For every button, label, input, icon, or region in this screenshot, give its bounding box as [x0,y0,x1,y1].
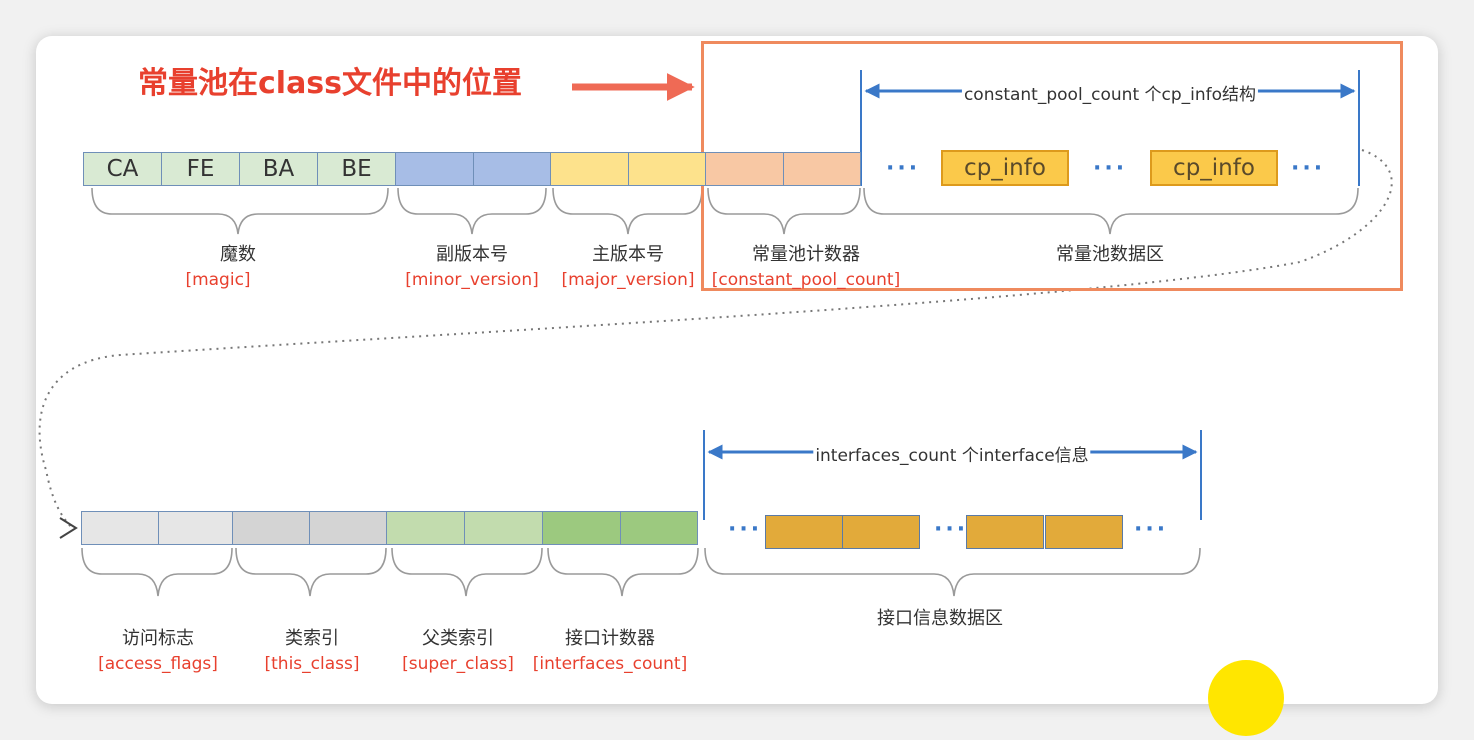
cursor-highlight-dot [1208,660,1284,736]
cp-dots-left: ··· [886,156,921,181]
label-if-count-en: [interfaces_count] [532,654,688,674]
diagram-heading: 常量池在class文件中的位置 [138,66,523,101]
interface-1-byte-1 [765,515,843,549]
if-count-byte-1 [542,511,621,545]
magic-byte-ba: BA [239,152,318,186]
bracket-if-count [547,547,699,597]
cp-dots-right: ··· [1291,156,1326,181]
this-class-byte-1 [232,511,310,545]
label-this-class-cn: 类索引 [285,628,339,649]
label-super-class-en: [super_class] [402,654,514,674]
continuation-arrowhead [59,517,78,539]
minor-version-byte-1 [395,152,474,186]
interface-2-byte-2 [1045,515,1123,549]
label-cp-count-cn: 常量池计数器 [752,244,860,265]
label-if-data-cn: 接口信息数据区 [877,608,1003,629]
continuation-dotted-curve [38,149,1393,529]
interface-1-byte-2 [842,515,920,549]
if-dots-left: ··· [728,517,763,542]
bracket-minor [397,187,547,235]
cp-count-byte-2 [783,152,861,186]
row1-brackets [91,187,1359,235]
access-flags-byte-2 [158,511,233,545]
label-major-en: [major_version] [561,270,695,290]
label-this-class-en: [this_class] [264,654,360,674]
label-minor-cn: 副版本号 [436,244,508,265]
bracket-cp-count [707,187,861,235]
label-minor-en: [minor_version] [405,270,539,290]
label-magic-cn: 魔数 [220,244,256,265]
cp-dots-middle: ··· [1093,156,1128,181]
bracket-super-class [391,547,543,597]
access-flags-byte-1 [81,511,159,545]
if-count-byte-2 [620,511,698,545]
if-span-label: interfaces_count 个interface信息 [813,441,1091,466]
label-access-en: [access_flags] [98,654,218,674]
bracket-access [81,547,233,597]
magic-byte-be: BE [317,152,396,186]
diagram-card [36,36,1438,704]
bracket-magic [91,187,389,235]
cp-info-block-2: cp_info [1150,150,1278,186]
cp-span-label: constant_pool_count 个cp_info结构 [961,80,1259,105]
magic-byte-ca: CA [83,152,162,186]
label-cp-count-en: [constant_pool_count] [711,270,901,290]
bracket-if-data [704,547,1201,597]
super-class-byte-2 [464,511,543,545]
bracket-cp-data [863,187,1359,235]
this-class-byte-2 [309,511,387,545]
label-if-count-cn: 接口计数器 [565,628,655,649]
magic-byte-fe: FE [161,152,240,186]
major-version-byte-2 [628,152,706,186]
minor-version-byte-2 [473,152,551,186]
bracket-major [552,187,703,235]
label-cp-data-cn: 常量池数据区 [1056,244,1164,265]
interface-2-byte-1 [966,515,1044,549]
row2-brackets [81,547,1201,597]
major-version-byte-1 [550,152,629,186]
if-dots-right: ··· [1134,517,1169,542]
if-dots-middle: ··· [934,517,969,542]
label-major-cn: 主版本号 [592,244,664,265]
cp-info-block-1: cp_info [941,150,1069,186]
super-class-byte-1 [386,511,465,545]
label-magic-en: [magic] [185,270,251,290]
label-super-class-cn: 父类索引 [422,628,494,649]
cp-count-byte-1 [705,152,784,186]
bracket-this-class [235,547,387,597]
label-access-cn: 访问标志 [122,628,194,649]
